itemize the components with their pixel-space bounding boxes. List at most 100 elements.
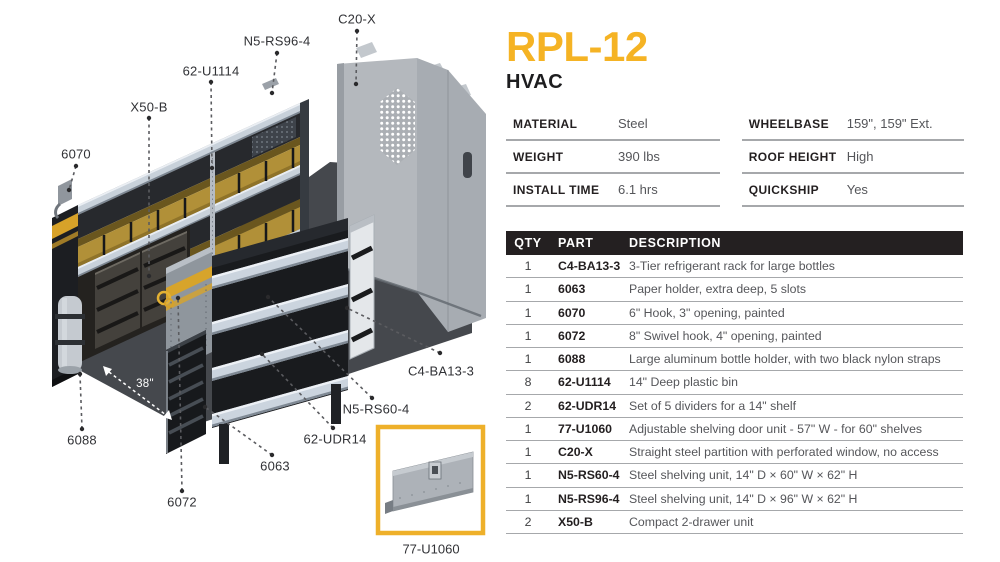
callout-label-N5-RS60-4: N5-RS60-4 — [342, 401, 410, 417]
callout-label-6072: 6072 — [167, 494, 197, 510]
callout-label-62-U1114: 62-U1114 — [182, 63, 240, 79]
mount-bracket — [262, 78, 279, 90]
part-qty: 1 — [524, 491, 532, 506]
spec-label: MATERIAL — [513, 116, 578, 131]
callout-label-C4-BA13-3: C4-BA13-3 — [407, 363, 475, 379]
part-qty: 1 — [524, 352, 532, 367]
perforated-window — [380, 88, 415, 165]
parts-row-77-U1060: 1 77-U1060 Adjustable shelving door unit -… — [506, 418, 963, 441]
spec-value: High — [846, 149, 874, 164]
spec-value: Yes — [846, 182, 868, 197]
callout-label-62-UDR14: 62-UDR14 — [303, 431, 367, 447]
spec-value: 6.1 hrs — [618, 182, 658, 197]
spec-label: WHEELBASE — [748, 116, 829, 131]
part-description: 3-Tier refrigerant rack for large bottle… — [629, 259, 835, 274]
swivel-hook-6072 — [156, 290, 174, 308]
part-description: Paper holder, extra deep, 5 slots — [629, 282, 807, 297]
part-description: Steel shelving unit, 14" D × 96" W × 62"… — [629, 491, 858, 506]
callout-label-6088: 6088 — [67, 432, 97, 448]
part-description: Steel shelving unit, 14" D × 60" W × 62"… — [629, 468, 858, 483]
parts-row-6088: 1 6088 Large aluminum bottle holder, with … — [506, 348, 963, 372]
parts-row-C4-BA13-3: 1 C4-BA13-3 3-Tier refrigerant rack for la… — [506, 255, 963, 279]
part-qty: 2 — [524, 514, 532, 529]
hook-6070 — [54, 179, 72, 220]
part-number: 62-U1114 — [558, 375, 611, 390]
parts-row-C20-X: 1 C20-X Straight steel partition with perf… — [506, 441, 963, 465]
part-number: N5-RS60-4 — [558, 468, 620, 483]
spec-row-roof-height: ROOF HEIGHT High — [741, 141, 964, 174]
part-number: C4-BA13-3 — [558, 259, 621, 274]
parts-row-N5-RS96-4: 1 N5-RS96-4 Steel shelving unit, 14" D × 9… — [506, 488, 963, 511]
shelf-rails — [212, 238, 348, 427]
door-foot — [385, 500, 393, 514]
pegboard-panel — [252, 117, 296, 157]
parts-row-X50-B: 2 X50-B Compact 2-drawer unit — [506, 511, 963, 534]
spec-row-quickship: QUICKSHIP Yes — [741, 174, 964, 207]
callout-label-C20-X: C20-X — [338, 11, 376, 27]
spec-row-wheelbase: WHEELBASE 159", 159" Ext. — [741, 108, 964, 141]
part-description: Large aluminum bottle holder, with two b… — [629, 352, 941, 367]
part-number: 6063 — [558, 282, 586, 297]
parts-table-header: QTY PART DESCRIPTION — [506, 231, 963, 255]
part-qty: 1 — [524, 328, 532, 343]
part-description: Adjustable shelving door unit - 57" W - … — [629, 421, 923, 436]
part-number: N5-RS96-4 — [558, 491, 620, 506]
part-qty: 1 — [524, 445, 532, 460]
part-number: X50-B — [558, 514, 593, 529]
aisle-dimension-arrow — [103, 366, 172, 420]
part-number: C20-X — [558, 445, 593, 460]
part-description: Straight steel partition with perforated… — [629, 445, 939, 460]
part-number: 62-UDR14 — [558, 398, 617, 413]
spec-label: QUICKSHIP — [748, 182, 819, 197]
part-description: Set of 5 dividers for a 14" shelf — [629, 398, 797, 413]
part-qty: 1 — [524, 468, 532, 483]
part-number: 6072 — [558, 328, 586, 343]
spec-label: ROOF HEIGHT — [748, 149, 837, 164]
inset-door-unit-77-u1060 — [375, 424, 486, 536]
column-header-qty: QTY — [514, 236, 542, 250]
spec-value: 159", 159" Ext. — [846, 116, 933, 131]
shelving-unit-n5-rs60-4 — [156, 214, 375, 464]
spec-value: Steel — [618, 116, 648, 131]
parts-row-N5-RS60-4: 1 N5-RS60-4 Steel shelving unit, 14" D × 6… — [506, 464, 963, 488]
bottle-holder-6088 — [55, 296, 85, 374]
part-qty: 8 — [524, 375, 532, 390]
shelf-upright-strut — [210, 152, 215, 270]
spec-row-material: MATERIAL Steel — [506, 108, 720, 141]
diagram-illustration — [52, 28, 486, 536]
callout-dots — [66, 28, 443, 494]
aisle-dimension-label: 38" — [136, 378, 154, 390]
product-model-title: RPL-12 — [506, 23, 648, 70]
part-description: 6" Hook, 3" opening, painted — [629, 305, 785, 320]
part-description: Compact 2-drawer unit — [629, 514, 754, 529]
parts-table-body: 1 C4-BA13-3 3-Tier refrigerant rack for la… — [506, 255, 963, 534]
callout-label-N5-RS96-4: N5-RS96-4 — [243, 33, 311, 49]
inset-part-label: 77-U1060 — [402, 541, 460, 557]
part-qty: 1 — [524, 421, 532, 436]
parts-table: QTY PART DESCRIPTION 1 C4-BA13-3 3-Tier re… — [506, 231, 963, 534]
part-number: 6088 — [558, 352, 586, 367]
column-header-part: PART — [558, 236, 594, 250]
callout-label-X50-B: X50-B — [130, 99, 168, 115]
part-qty: 1 — [524, 259, 532, 274]
part-number: 77-U1060 — [558, 421, 613, 436]
part-qty: 1 — [524, 305, 532, 320]
partition-c20-x — [336, 42, 486, 332]
callout-label-6070: 6070 — [61, 146, 91, 162]
door-rivet-dots — [399, 482, 461, 499]
shelving-unit-n5-rs96-4 — [52, 78, 309, 387]
spec-value: 390 lbs — [618, 149, 660, 164]
